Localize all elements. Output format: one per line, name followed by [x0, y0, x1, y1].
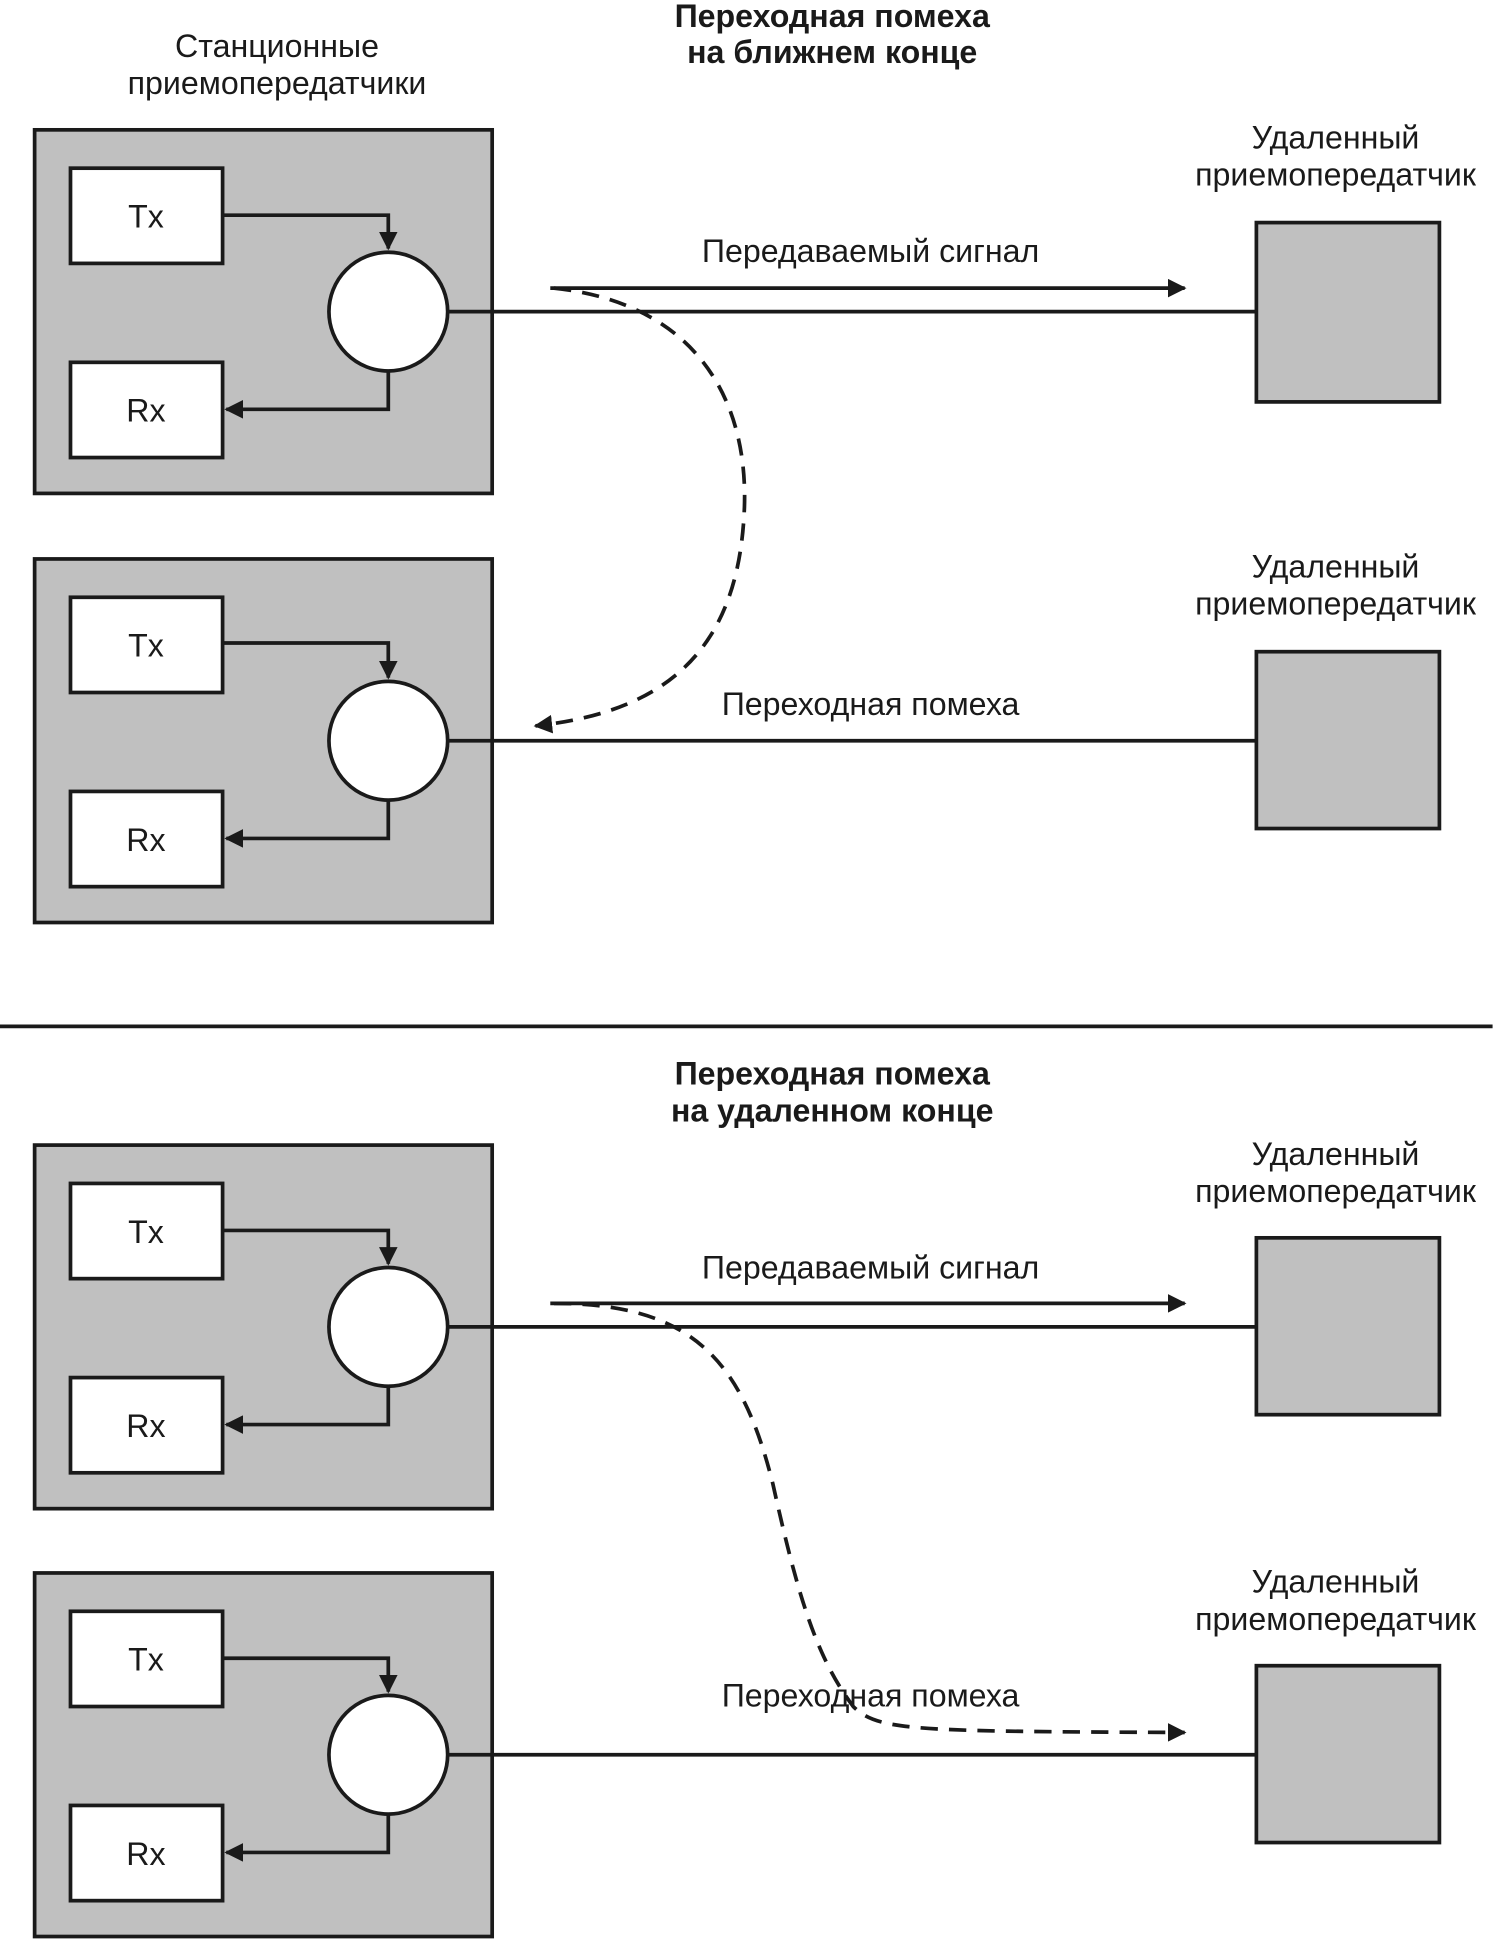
section-title-line1: Переходная помеха [675, 1056, 991, 1092]
station-label-line1: Станционные [175, 28, 379, 64]
signal-label: Передаваемый сигнал [702, 1250, 1039, 1286]
remote-label-line2: приемопередатчик [1195, 1601, 1477, 1637]
tx-label: Tx [128, 199, 164, 235]
hybrid-circle [327, 250, 450, 373]
tx-block [68, 1609, 225, 1709]
remote-transceiver-2 [1254, 649, 1442, 831]
tx-to-hybrid-arrow [222, 1656, 398, 1694]
tx-label: Tx [128, 1642, 164, 1678]
hybrid-to-rx-arrow [224, 1386, 391, 1434]
rx-label: Rx [126, 1408, 165, 1444]
rx-block [68, 360, 225, 460]
remote-label-line1: Удаленный [1252, 1564, 1420, 1600]
station-transceiver-3: Tx Rx [32, 1143, 495, 1511]
next-crosstalk-arrow [533, 286, 747, 734]
remote-label-line1: Удаленный [1252, 548, 1420, 584]
section-title-line2: на ближнем конце [687, 34, 977, 70]
rx-label: Rx [126, 822, 165, 858]
hybrid-to-rx-arrow [224, 370, 391, 419]
remote-transceiver-4 [1254, 1663, 1442, 1845]
remote-label-line2: приемопередатчик [1195, 156, 1477, 192]
crosstalk-label: Переходная помеха [722, 686, 1020, 722]
station-label-line2: приемопередатчики [128, 65, 427, 101]
hybrid-circle [327, 1265, 450, 1389]
remote-label-line2: приемопередатчик [1195, 586, 1477, 622]
rx-block [68, 1375, 225, 1475]
tx-block [68, 1181, 225, 1281]
hybrid-circle [327, 1693, 450, 1816]
section-title-line1: Переходная помеха [675, 0, 991, 34]
remote-transceiver-1 [1254, 220, 1442, 404]
rx-block [68, 789, 225, 889]
station-transceiver-1: Tx Rx [32, 127, 495, 496]
station-transceiver-2: Tx Rx [32, 557, 495, 925]
hybrid-circle [327, 679, 450, 802]
crosstalk-label: Переходная помеха [722, 1678, 1020, 1714]
remote-label-line1: Удаленный [1252, 1136, 1420, 1172]
hybrid-to-rx-arrow [224, 1814, 391, 1862]
section-title-line2: на удаленном конце [671, 1093, 994, 1129]
rx-label: Rx [126, 393, 165, 429]
tx-block [68, 166, 225, 266]
section-next: Переходная помеха на ближнем конце Станц… [32, 0, 1477, 925]
signal-label: Передаваемый сигнал [702, 233, 1039, 269]
tx-to-hybrid-arrow [222, 641, 398, 680]
remote-label-line1: Удаленный [1252, 119, 1420, 155]
tx-to-hybrid-arrow [222, 213, 398, 251]
section-fext: Переходная помеха на удаленном конце Tx … [32, 1056, 1477, 1939]
remote-label-line2: приемопередатчик [1195, 1173, 1477, 1209]
rx-block [68, 1803, 225, 1903]
tx-to-hybrid-arrow [222, 1228, 398, 1266]
station-transceiver-4: Tx Rx [32, 1571, 495, 1939]
hybrid-to-rx-arrow [224, 800, 391, 848]
remote-transceiver-3 [1254, 1235, 1442, 1417]
fext-crosstalk-arrow [553, 1301, 1187, 1742]
tx-label: Tx [128, 628, 164, 664]
tx-label: Tx [128, 1214, 164, 1250]
rx-label: Rx [126, 1836, 165, 1872]
